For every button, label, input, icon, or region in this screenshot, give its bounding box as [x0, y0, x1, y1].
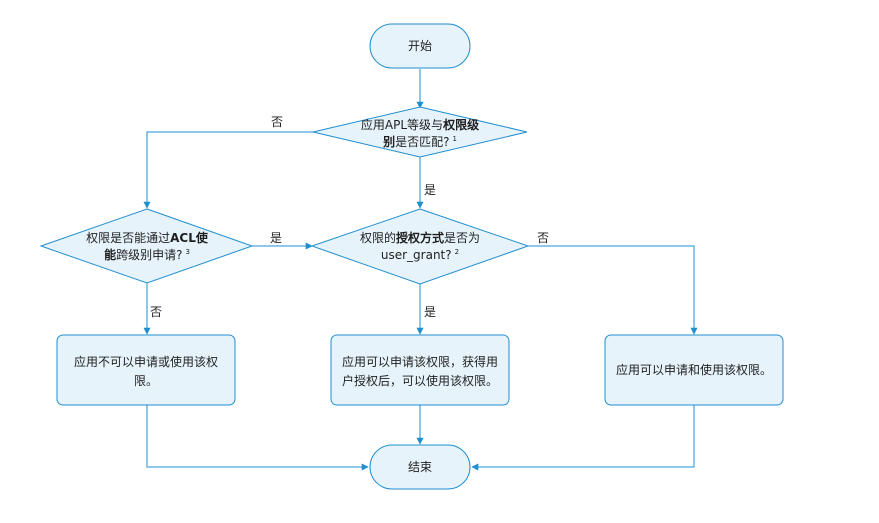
start-node-shape — [369, 23, 471, 69]
decision2-line1-b: 授权方式 — [396, 230, 444, 245]
decision1-line1: 应用APL等级与权限级 — [361, 117, 479, 132]
result-user-grant-line2: 户授权后，可以使用该权限。 — [342, 373, 498, 388]
result-system-grant-node-shape — [604, 334, 784, 406]
decision3-node-shape — [39, 208, 254, 284]
decision2-line1-c: 是否为 — [444, 231, 480, 245]
decision1-line1-a: 应用APL等级与 — [361, 117, 443, 132]
edge-denied-to-end — [146, 405, 369, 471]
decision3-note: 3 — [185, 248, 189, 256]
edge-label-d3-no: 否 — [150, 305, 162, 319]
edge-label-d3-yes: 是 — [270, 231, 282, 245]
end-node: 结束 — [369, 444, 471, 490]
decision3-line1: 权限是否能通过ACL使 — [86, 230, 209, 245]
decision1-line1-b: 权限级 — [442, 117, 479, 132]
decision1-line2-b: 是否匹配? — [395, 135, 449, 149]
edge-label-d2-no: 否 — [537, 231, 549, 245]
result-denied-line1: 应用不可以申请或使用该权 — [74, 354, 218, 369]
decision1-line2: 别是否匹配?1 — [382, 135, 457, 149]
decision2-node: 权限的授权方式是否为 user_grant?2 — [310, 208, 530, 285]
edge-decision1-no-to-decision3 — [143, 131, 313, 209]
decision3-line1-a: 权限是否能通过 — [86, 231, 170, 245]
result-user-grant-node: 应用可以申请该权限，获得用 户授权后，可以使用该权限。 — [330, 334, 510, 406]
decision2-line2: user_grant?2 — [381, 248, 459, 262]
result-denied-node-shape — [56, 334, 236, 406]
edge-decision2-no-to-system-grant — [528, 245, 698, 335]
decision3-line2-a: 能 — [104, 247, 116, 262]
decision2-line1-a: 权限的 — [360, 230, 396, 245]
decision3-line1-b: ACL使 — [170, 230, 209, 245]
edge-label-d1-no: 否 — [271, 115, 283, 129]
decision1-note: 1 — [452, 135, 456, 143]
decision1-line2-a: 别 — [382, 135, 395, 149]
start-node-label: 开始 — [408, 39, 432, 53]
decision1-node-shape — [312, 106, 528, 158]
decision3-line2: 能跨级别申请?3 — [104, 247, 190, 262]
result-system-grant-node: 应用可以申请和使用该权限。 — [604, 334, 784, 406]
edges — [143, 69, 698, 471]
decision2-line2-a: user_grant? — [381, 248, 452, 262]
edge-label-d2-yes: 是 — [424, 305, 436, 319]
result-user-grant-line1: 应用可以申请该权限，获得用 — [342, 354, 498, 369]
decision2-line1: 权限的授权方式是否为 — [360, 230, 480, 245]
decision3-line2-b: 跨级别申请? — [116, 248, 182, 262]
result-system-grant-line1: 应用可以申请和使用该权限。 — [616, 362, 772, 377]
end-node-label: 结束 — [408, 460, 432, 474]
edge-system-grant-to-end — [471, 405, 695, 471]
decision1-node: 应用APL等级与权限级 别是否匹配?1 — [312, 106, 528, 158]
result-user-grant-node-shape — [330, 334, 510, 406]
result-denied-node: 应用不可以申请或使用该权 限。 — [56, 334, 236, 406]
edge-labels: 否 是 是 否 否 是 — [150, 115, 549, 319]
decision2-note: 2 — [455, 248, 459, 256]
decision3-node: 权限是否能通过ACL使 能跨级别申请?3 — [39, 208, 254, 284]
edge-label-d1-yes: 是 — [424, 183, 436, 197]
end-node-shape — [369, 444, 471, 490]
decision2-node-shape — [310, 208, 530, 285]
start-node: 开始 — [369, 23, 471, 69]
result-denied-line2: 限。 — [134, 374, 158, 388]
